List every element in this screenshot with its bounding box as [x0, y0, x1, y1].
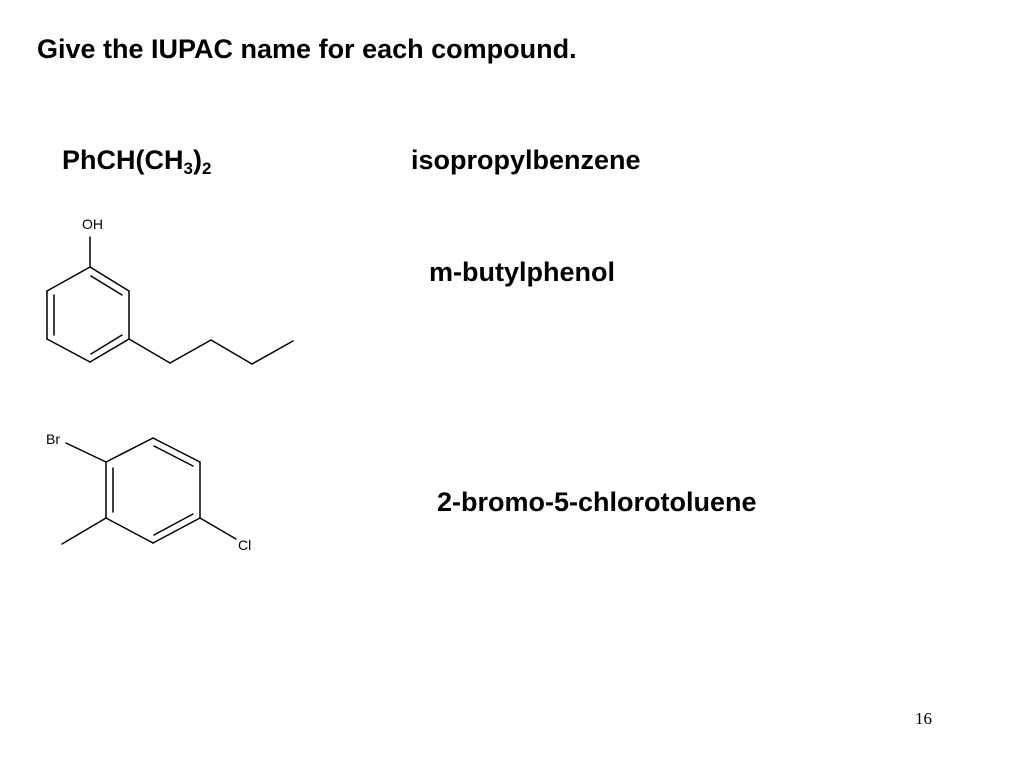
- ring-bond: [105, 437, 154, 463]
- chloro-label: Cl: [238, 537, 251, 553]
- hydroxyl-label: OH: [82, 216, 103, 232]
- ring-double-bond: [90, 275, 123, 296]
- ring-bond: [89, 338, 130, 363]
- butyl-bond: [128, 338, 171, 364]
- compound-3-answer: 2-bromo-5-chlorotoluene: [437, 487, 757, 517]
- ring-bond: [105, 517, 154, 544]
- formula-close-paren: ): [192, 145, 202, 175]
- bond-c-methyl: [61, 517, 107, 545]
- bond-c-br: [65, 442, 107, 463]
- ring-bond: [152, 437, 201, 463]
- formula-base: PhCH(CH: [62, 145, 184, 175]
- bond-c-cl: [199, 517, 237, 540]
- ring-double-bond: [90, 334, 123, 355]
- formula-subscript-3: 3: [183, 159, 193, 178]
- ring-double-bond: [153, 513, 194, 536]
- page-number: 16: [915, 709, 932, 728]
- compound-2-answer: m-butylphenol: [429, 257, 615, 287]
- ring-bond: [46, 266, 91, 292]
- slide-title: Give the IUPAC name for each compound.: [37, 34, 577, 64]
- bromo-label: Br: [46, 431, 60, 447]
- bromochlorotoluene-structure: Br Cl: [46, 431, 251, 553]
- m-butylphenol-structure: OH: [46, 216, 294, 365]
- butyl-bond: [251, 340, 294, 365]
- butyl-bond: [210, 339, 253, 365]
- butyl-bond: [169, 339, 212, 364]
- compound-1-answer: isopropylbenzene: [411, 145, 641, 175]
- ring-double-bond: [153, 445, 194, 467]
- ring-bond: [46, 338, 91, 363]
- formula-subscript-2: 2: [201, 159, 212, 178]
- ring-bond: [89, 266, 130, 292]
- ring-bond: [152, 517, 201, 544]
- compound-1-formula: PhCH(CH3)2: [62, 145, 212, 178]
- m-butylphenol-bonds: [46, 236, 294, 365]
- bromochlorotoluene-bonds: [61, 437, 237, 545]
